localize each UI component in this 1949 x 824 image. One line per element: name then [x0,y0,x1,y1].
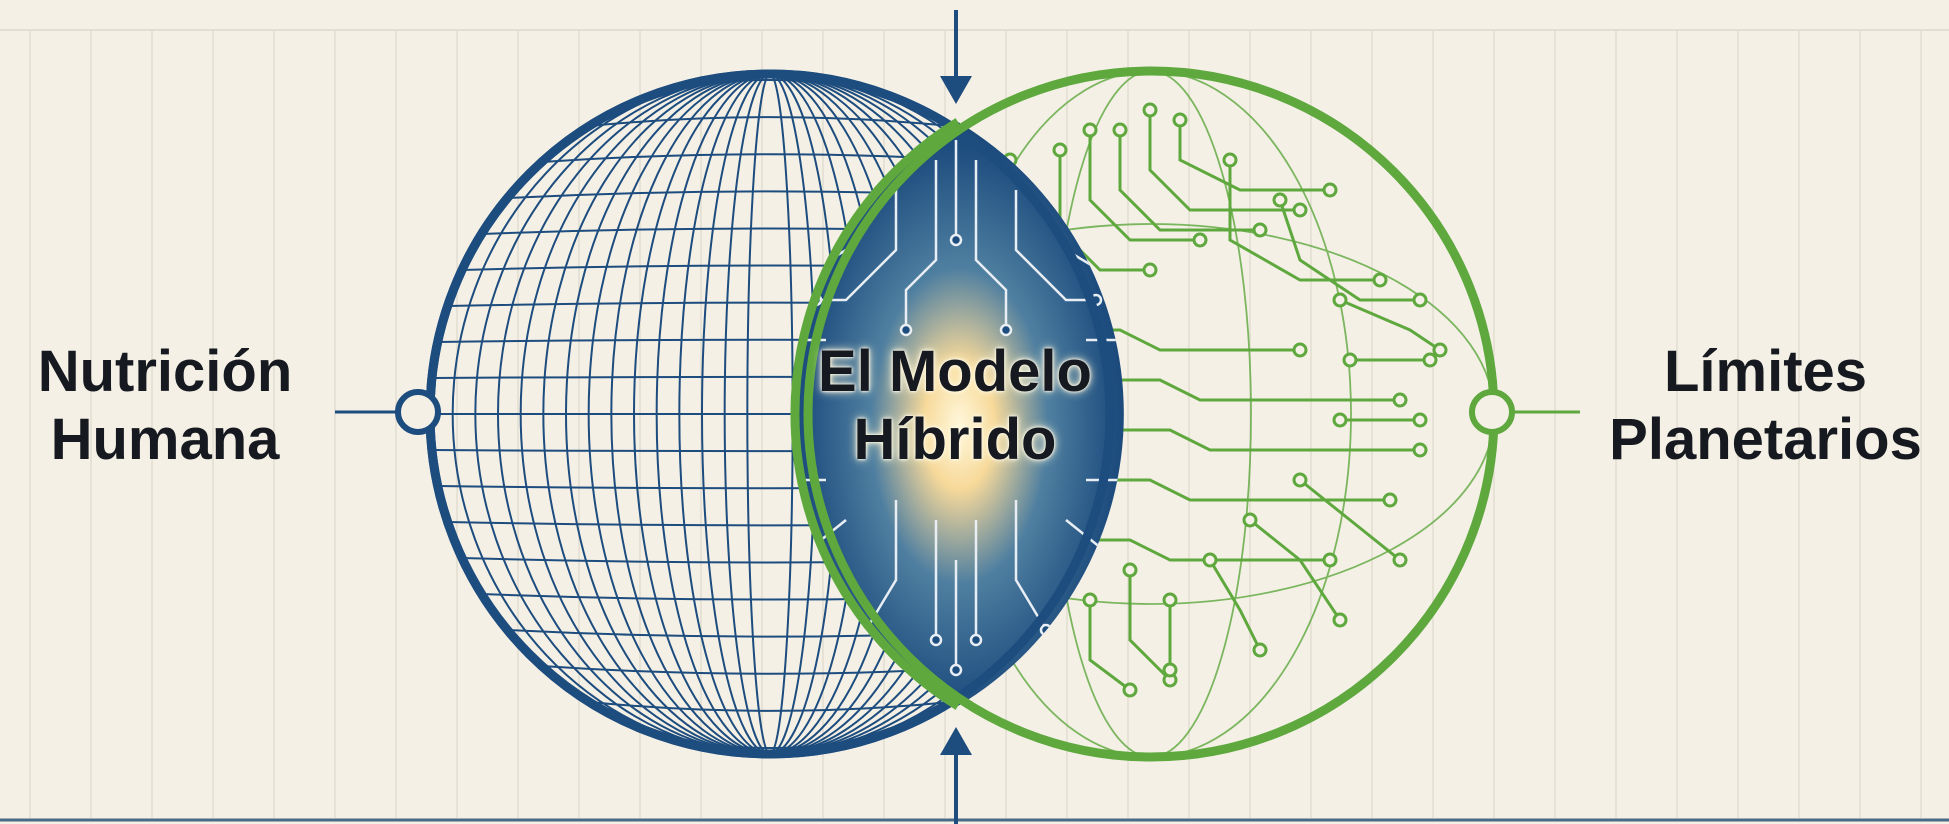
label-modelo-hibrido: El Modelo Híbrido [760,338,1150,474]
label-left-line1: Nutrición [37,339,293,404]
left-node [395,389,441,435]
label-center-line2: Híbrido [853,407,1057,472]
label-left-line2: Humana [50,407,280,472]
label-right-line2: Planetarios [1609,407,1922,472]
label-right-line1: Límites [1663,339,1868,404]
lens-left-edge [790,118,961,710]
arrow-down-icon [940,10,972,104]
label-limites-planetarios: Límites Planetarios [1582,338,1949,474]
arrow-up-icon [940,727,972,824]
right-node [1469,389,1515,435]
label-nutricion-humana: Nutrición Humana [0,338,330,474]
label-center-line1: El Modelo [818,339,1092,404]
